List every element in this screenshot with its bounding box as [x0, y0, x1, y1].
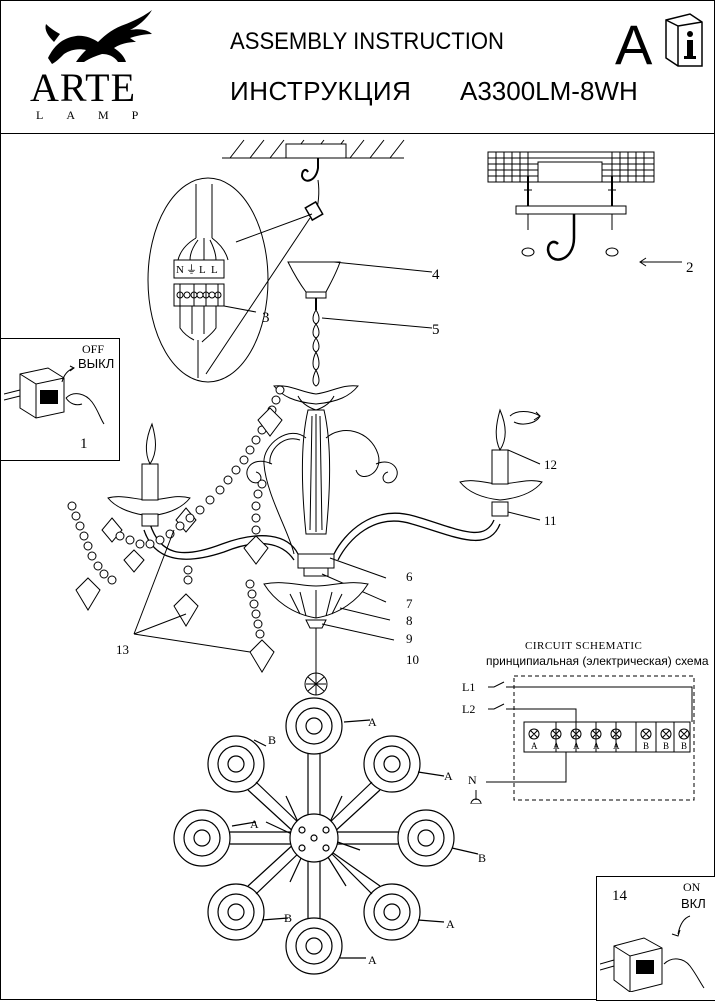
- title-english: ASSEMBLY INSTRUCTION: [230, 28, 505, 55]
- circuit-title-ru: принципиальная (электрическая) схема: [486, 654, 709, 668]
- callout-6: 6: [406, 569, 413, 584]
- brand-subtitle: LAMP: [36, 108, 162, 122]
- bead-garlands: [67, 385, 285, 639]
- ceiling-hook: [300, 158, 319, 182]
- terminal-label-ground: ⏚: [186, 263, 197, 276]
- bracket-hook: [546, 214, 576, 261]
- title-russian: ИНСТРУКЦИЯ: [230, 76, 412, 106]
- top-view-center-hub: [289, 813, 339, 863]
- top-view-label-2: B: [268, 733, 276, 747]
- switch-off-label-ru: ВЫКЛ: [78, 356, 115, 371]
- callout-2: 2: [686, 260, 694, 276]
- switch-off-label-en: OFF: [82, 342, 105, 356]
- callout-12: 12: [544, 457, 557, 472]
- info-book-icon: [665, 13, 703, 67]
- lamp-group-1: A: [531, 741, 538, 751]
- lamp-group-8: B: [681, 741, 687, 751]
- switch-on-label-ru: ВКЛ: [681, 896, 706, 911]
- lamp-group-7: B: [663, 741, 669, 751]
- step-number-on: 14: [612, 888, 627, 904]
- wall-switch-off-icon: [4, 365, 105, 425]
- top-view-label-6: B: [284, 911, 292, 925]
- callout-10: 10: [406, 652, 419, 667]
- canopy: [287, 261, 341, 293]
- top-view-label-7: A: [446, 917, 455, 931]
- griffin-logo-icon: [45, 10, 152, 64]
- header-divider: [0, 133, 715, 134]
- terminal-detail-ellipse: [147, 177, 269, 383]
- lamp-group-6: B: [643, 741, 649, 751]
- section-letter: A: [615, 13, 653, 76]
- callout-3: 3: [262, 310, 270, 326]
- top-view-arms: [230, 754, 398, 918]
- candle-right: [491, 449, 509, 485]
- circuit-input-l2: L2: [462, 702, 475, 716]
- circuit-input-n: N: [468, 773, 477, 787]
- step-number-off: 1: [80, 436, 88, 452]
- suspension-chain: [312, 309, 320, 387]
- callout-9: 9: [406, 631, 413, 646]
- top-view-label-4: A: [250, 817, 259, 831]
- callout-13: 13: [116, 642, 129, 657]
- circuit-title-en: CIRCUIT SCHEMATIC: [525, 640, 643, 652]
- terminal-label-l1: L: [199, 264, 206, 276]
- callout-7: 7: [406, 596, 413, 611]
- model-number: A3300LM-8WH: [460, 76, 638, 106]
- wall-switch-on-icon: [600, 915, 705, 992]
- top-view-label-5: B: [478, 851, 486, 865]
- callout-4: 4: [432, 267, 440, 283]
- circuit-input-l1: L1: [462, 680, 475, 694]
- callout-5: 5: [432, 322, 440, 338]
- lamp-group-4: A: [593, 741, 600, 751]
- lamp-group-5: A: [613, 741, 620, 751]
- assembly-diagram: 2 3 4 5 6 7 8 9 10 11 12 13 N ⏚ L L: [67, 139, 694, 696]
- callout-11: 11: [544, 513, 557, 528]
- lamp-group-2: A: [553, 741, 560, 751]
- terminal-label-l2: L: [211, 264, 218, 276]
- top-view-cups: [173, 697, 455, 975]
- arm-right: [333, 512, 495, 555]
- top-view-label-8: A: [368, 953, 377, 967]
- top-view-diagram: A B A A B B A A: [173, 697, 486, 975]
- lamp-group-3: A: [573, 741, 580, 751]
- terminal-label-n: N: [176, 264, 184, 276]
- switch-on-label-en: ON: [683, 880, 701, 894]
- top-view-label-3: A: [444, 769, 453, 783]
- top-view-label-1: A: [368, 715, 377, 729]
- circuit-schematic: L1 L2 N A A A A A B B B: [462, 675, 695, 804]
- candle-left: [141, 463, 159, 501]
- brand-name: ARTE: [30, 65, 137, 110]
- callout-8: 8: [406, 613, 413, 628]
